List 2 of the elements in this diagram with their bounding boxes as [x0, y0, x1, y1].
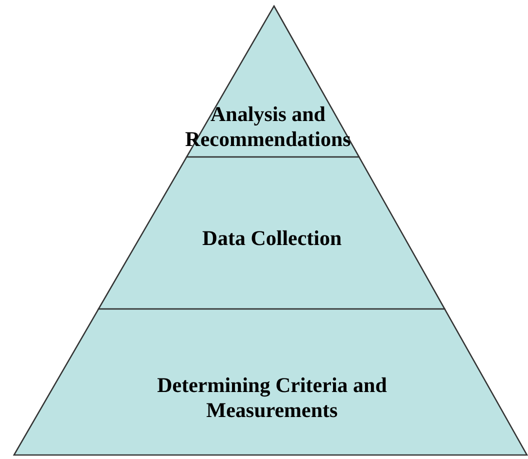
tier-label: Data Collection [201, 226, 343, 251]
tier-label: Determining Criteria and Measurements [156, 373, 388, 423]
